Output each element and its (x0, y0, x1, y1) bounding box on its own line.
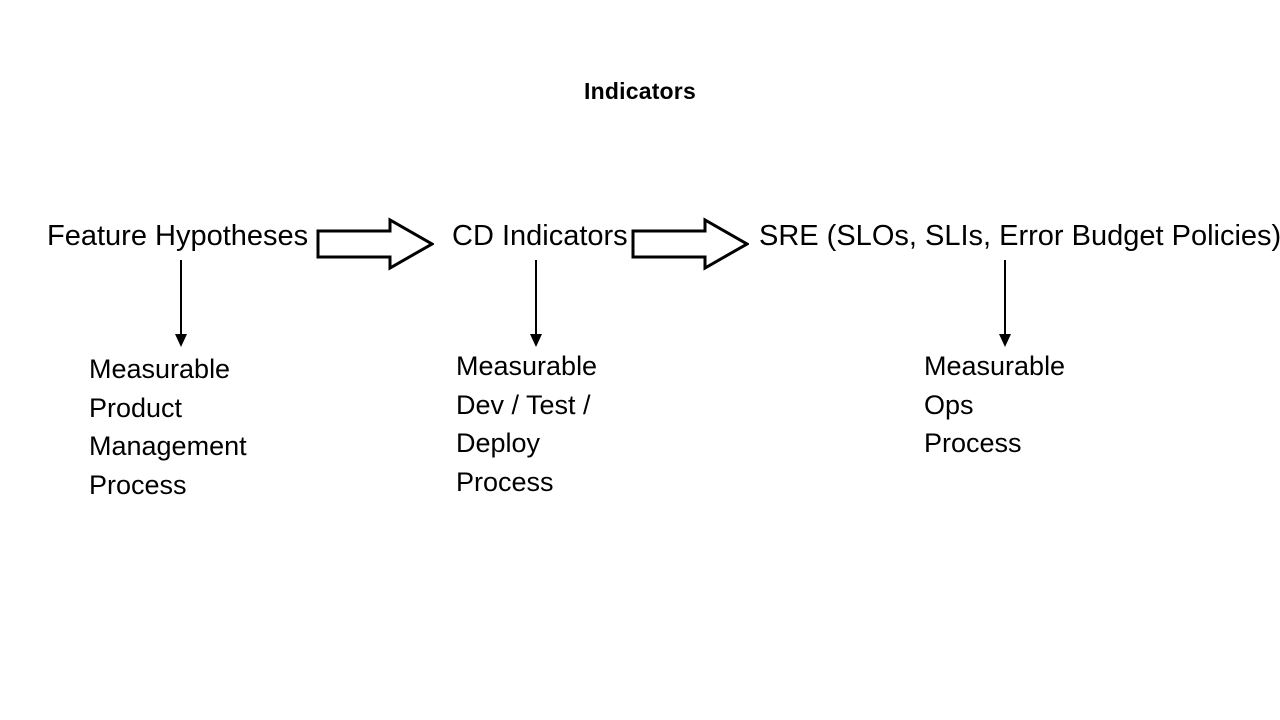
down-arrow-icon (996, 260, 1014, 348)
detail-block-cd-indicators: Measurable Dev / Test / Deploy Process (456, 347, 597, 501)
flow-stage-label-cd-indicators: CD Indicators (452, 220, 628, 252)
right-block-arrow-icon (316, 217, 436, 271)
detail-block-sre: Measurable Ops Process (924, 347, 1065, 463)
detail-line: Measurable (456, 351, 598, 381)
detail-line: Product (89, 392, 183, 423)
detail-line: Deploy (456, 428, 541, 458)
detail-line: Ops (924, 389, 974, 420)
flow-stage-label-sre: SRE (SLOs, SLIs, Error Budget Policies) (759, 220, 1280, 252)
detail-line: Process (89, 469, 187, 500)
detail-line: Process (924, 428, 1022, 458)
page-title: Indicators (584, 78, 696, 104)
detail-line: Dev / Test / (456, 389, 591, 420)
down-arrow-icon (527, 260, 545, 348)
detail-block-feature-hypotheses: Measurable Product Management Process (89, 350, 247, 504)
detail-line: Measurable (924, 351, 1066, 381)
down-arrow-icon (172, 260, 190, 348)
detail-line: Process (456, 466, 554, 497)
flow-stage-label-feature-hypotheses: Feature Hypotheses (47, 220, 309, 252)
right-block-arrow-icon (631, 217, 751, 271)
detail-line: Measurable (89, 354, 231, 384)
detail-line: Management (89, 431, 247, 461)
